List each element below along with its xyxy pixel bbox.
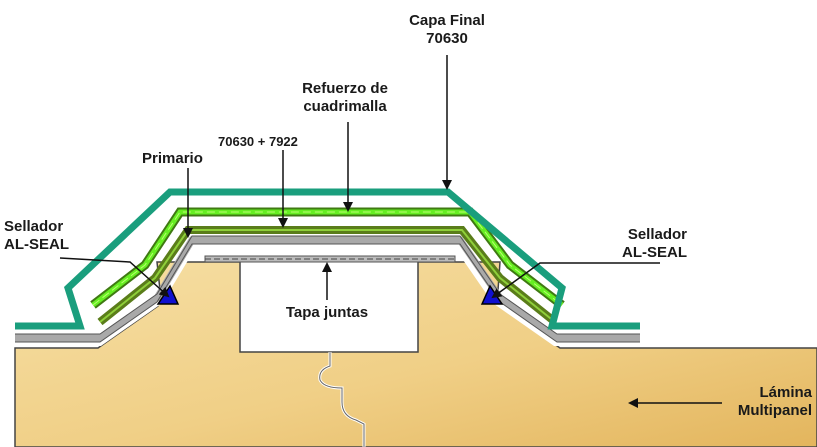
arrow-sellador-left <box>59 257 170 298</box>
label-refuerzo: Refuerzo de cuadrimalla <box>270 80 420 116</box>
final-coat-layer <box>15 188 640 330</box>
label-refuerzo-line1: Refuerzo de <box>302 80 388 97</box>
label-tapa-juntas: Tapa juntas <box>262 304 392 322</box>
label-capa-final-line2: 70630 <box>426 30 468 47</box>
label-tapa-juntas-text: Tapa juntas <box>285 304 369 321</box>
label-sellador-left: Sellador AL-SEAL <box>4 218 69 254</box>
label-primario: Primario <box>142 150 203 168</box>
label-refuerzo-line2: cuadrimalla <box>303 98 387 115</box>
label-capa-final: Capa Final 70630 <box>382 12 512 48</box>
label-sellador-left-line1: Sellador <box>4 218 64 235</box>
label-lamina: Lámina Multipanel <box>710 384 812 420</box>
label-sellador-right: Sellador AL-SEAL <box>597 226 687 262</box>
label-sellador-right-line1: Sellador <box>627 226 687 243</box>
label-mix-text: 70630 + 7922 <box>218 134 298 149</box>
label-primario-text: Primario <box>142 150 203 167</box>
arrow-sellador-right <box>491 262 660 299</box>
label-lamina-line2: Multipanel <box>737 402 812 419</box>
label-capa-final-line1: Capa Final <box>409 12 485 29</box>
label-sellador-left-line2: AL-SEAL <box>4 236 69 253</box>
label-sellador-right-line2: AL-SEAL <box>622 244 687 261</box>
label-70630-7922: 70630 + 7922 <box>218 133 298 151</box>
primer-layer <box>15 236 640 342</box>
label-lamina-line1: Lámina <box>759 384 812 401</box>
